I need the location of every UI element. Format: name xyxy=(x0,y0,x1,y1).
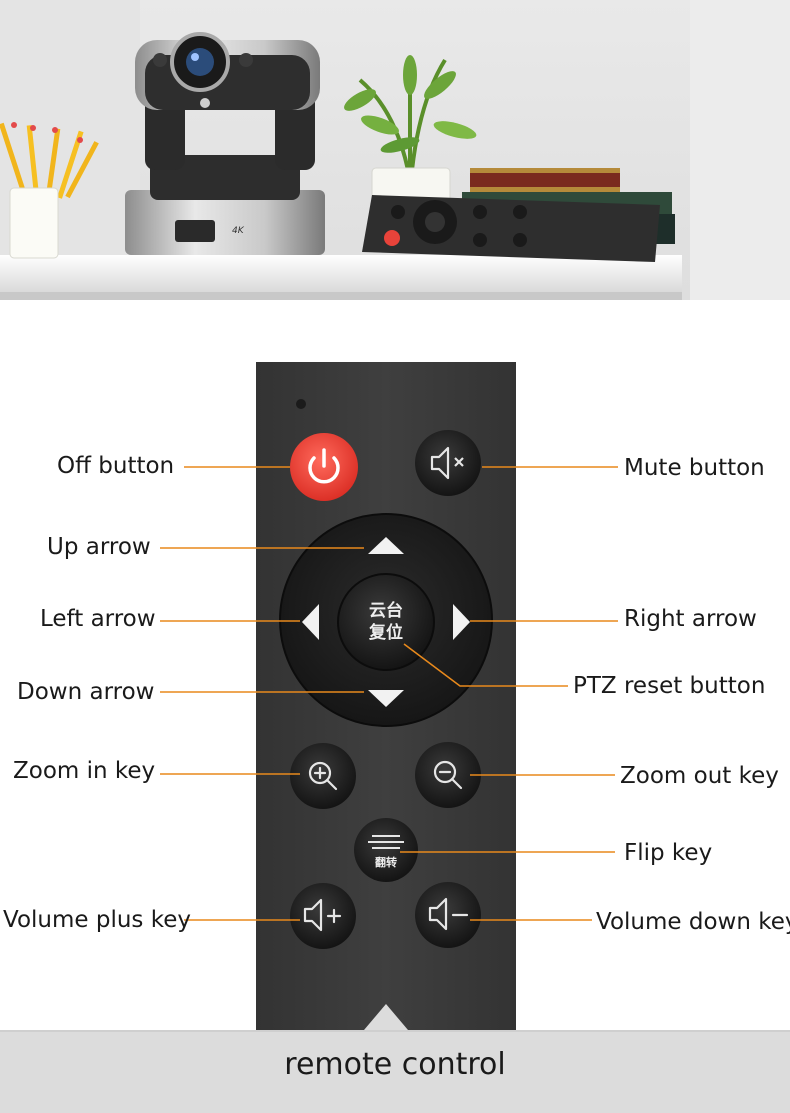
flip-text: 翻转 xyxy=(375,855,397,869)
camera-4k-badge: 4K xyxy=(232,226,245,236)
ptz-reset-text-1: 云台 xyxy=(369,600,403,621)
shelf xyxy=(0,255,682,293)
right-arrow-button[interactable] xyxy=(453,604,470,640)
pencil-cup xyxy=(0,122,99,259)
d-pad: 云台 复位 xyxy=(279,513,493,727)
ptz-reset-button[interactable]: 云台 复位 xyxy=(337,573,435,671)
label-down-arrow: Down arrow xyxy=(17,679,155,705)
remote-control: 云台 复位 xyxy=(256,362,516,1042)
label-zoom-out: Zoom out key xyxy=(620,763,779,789)
volume-plus-icon xyxy=(303,898,342,932)
label-left-arrow: Left arrow xyxy=(40,606,156,632)
ptz-camera: 4K xyxy=(125,32,325,255)
left-arrow-button[interactable] xyxy=(302,604,319,640)
zoom-out-button[interactable] xyxy=(415,742,481,808)
zoom-out-icon xyxy=(433,760,463,790)
up-arrow-button[interactable] xyxy=(368,537,404,554)
volume-plus-button[interactable] xyxy=(290,883,356,949)
plant xyxy=(344,55,477,204)
mute-icon xyxy=(430,446,464,480)
off-button[interactable] xyxy=(290,433,358,501)
flip-button[interactable]: 翻转 xyxy=(354,818,418,882)
footer-title: remote control xyxy=(284,1047,506,1082)
label-zoom-in: Zoom in key xyxy=(13,758,156,784)
volume-down-button[interactable] xyxy=(415,882,481,948)
ptz-reset-text-2: 复位 xyxy=(368,622,403,643)
leader-lines xyxy=(160,466,618,921)
down-arrow-button[interactable] xyxy=(368,690,404,707)
ir-led xyxy=(296,399,306,409)
zoom-in-button[interactable] xyxy=(290,743,356,809)
label-volume-plus: Volume plus key xyxy=(3,907,191,933)
label-up-arrow: Up arrow xyxy=(47,534,151,560)
shelf-remote xyxy=(362,195,660,262)
label-mute-button: Mute button xyxy=(624,455,765,481)
label-off-button: Off button xyxy=(57,453,175,479)
flip-icon xyxy=(368,835,404,849)
label-right-arrow: Right arrow xyxy=(624,606,757,632)
footer-band xyxy=(0,1004,790,1113)
mute-button[interactable] xyxy=(415,430,481,496)
volume-down-icon xyxy=(428,897,469,931)
label-flip: Flip key xyxy=(624,840,713,866)
zoom-in-icon xyxy=(308,761,338,791)
product-scene: 4K xyxy=(0,0,790,328)
label-volume-down: Volume down key xyxy=(596,909,790,935)
power-icon xyxy=(308,456,340,484)
label-ptz-reset: PTZ reset button xyxy=(573,673,766,699)
